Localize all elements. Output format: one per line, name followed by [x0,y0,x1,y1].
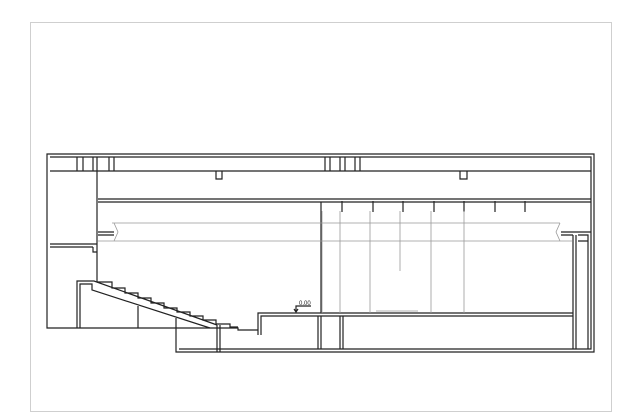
seating-stairs [76,280,238,352]
level-label: 0.00 [299,301,311,307]
auditorium-walls [50,171,114,282]
stage-and-lower-rooms [176,202,591,349]
outer-walls [46,153,595,353]
catwalk-and-fly-lines [98,201,572,313]
roof-structure [50,157,591,203]
level-marker: 0.00 [293,301,311,314]
building-section-drawing: 0.00 [46,153,595,353]
